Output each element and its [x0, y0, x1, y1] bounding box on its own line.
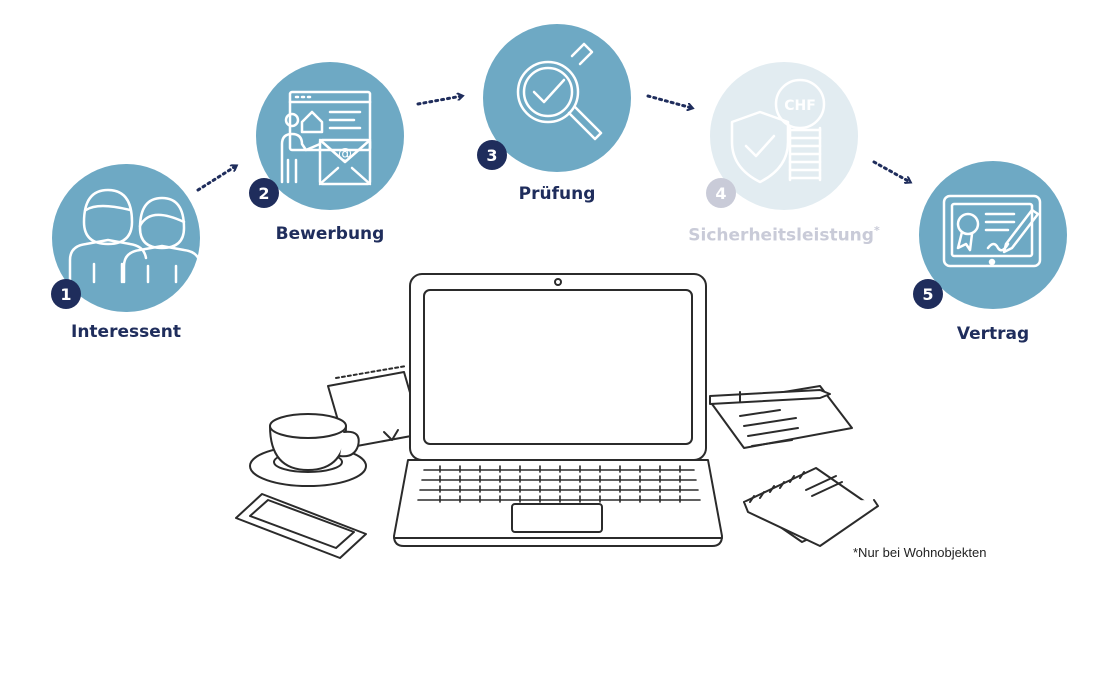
step-2: @ 2: [249, 62, 404, 210]
step-2-label: Bewerbung: [275, 224, 385, 244]
pen-icon: [709, 389, 831, 405]
footnote: *Nur bei Wohnobjekten: [853, 545, 987, 560]
keyboard: [417, 465, 701, 505]
application-envelope-icon: @: [280, 90, 372, 186]
notebook-icon: [743, 467, 879, 547]
step-4-label: Sicherheitsleistung*: [688, 224, 879, 246]
step-3-label: Prüfung: [518, 184, 596, 204]
step-4-label-text: Sicherheitsleistung: [688, 225, 874, 246]
step-4: CHF 4: [706, 62, 858, 210]
svg-text:CHF: CHF: [784, 98, 816, 114]
step-5-number: 5: [922, 285, 933, 304]
step-2-circle: [256, 62, 404, 210]
step-5: 5: [913, 161, 1067, 309]
step-5-circle: [919, 161, 1067, 309]
step-1-number: 1: [60, 285, 71, 304]
couple-icon: [68, 188, 202, 284]
step-5-label: Vertrag: [956, 324, 1030, 344]
signed-contract-tablet-icon: [942, 194, 1042, 268]
step-1-badge: [51, 279, 81, 309]
desk-illustration: [235, 273, 879, 559]
step-5-badge: [913, 279, 943, 309]
step-2-badge: [249, 178, 279, 208]
laptop-icon: [393, 273, 723, 547]
step-4-footnote-mark: *: [873, 224, 880, 237]
step-1: 1: [51, 164, 202, 312]
coffee-cup-icon: [249, 413, 367, 487]
arrow-3-to-4: [646, 94, 692, 108]
flow-arrows: [196, 94, 910, 192]
step-3: 3: [477, 24, 631, 172]
shield-coins-chf-icon: CHF: [730, 78, 826, 184]
step-4-badge: [706, 178, 736, 208]
step-2-number: 2: [258, 184, 269, 203]
arrow-2-to-3: [416, 96, 462, 106]
step-4-number: 4: [715, 184, 726, 203]
svg-text:@: @: [338, 146, 352, 162]
step-1-label: Interessent: [71, 322, 181, 342]
smartphone-icon: [235, 493, 367, 559]
magnifier-check-icon: [516, 42, 603, 141]
step-3-badge: [477, 140, 507, 170]
arrow-1-to-2: [196, 166, 236, 192]
step-3-number: 3: [486, 146, 497, 165]
arrow-4-to-5: [872, 160, 910, 182]
step-3-circle: [483, 24, 631, 172]
